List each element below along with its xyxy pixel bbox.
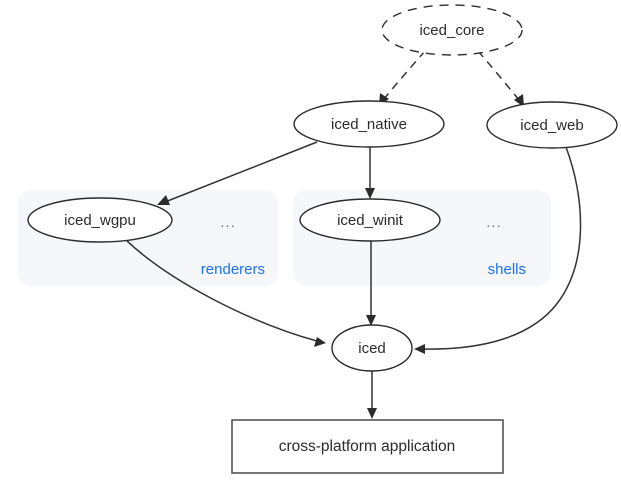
edge-iced-to-app-arrowhead [367, 408, 377, 419]
edge-iced-winit-to-iced-arrowhead [366, 315, 376, 326]
cluster-shells-label: shells [488, 261, 526, 278]
edge-iced-core-to-iced-native-line [383, 50, 426, 100]
edge-iced-wgpu-to-iced-line [125, 239, 318, 342]
node-iced-wgpu-shape[interactable] [27, 197, 173, 243]
node-iced-wgpu[interactable]: iced_wgpu [27, 197, 173, 243]
node-iced-web-shape[interactable] [486, 101, 618, 149]
cluster-shells-ellipsis: ... [486, 214, 502, 231]
node-cross-platform-application[interactable]: cross-platform application [231, 419, 504, 474]
edge-iced-core-to-iced-web-line [477, 50, 520, 101]
edge-iced-native-to-iced-wgpu-arrowhead [157, 195, 170, 205]
node-iced-web[interactable]: iced_web [486, 101, 618, 149]
edge-iced-core-to-iced-web-arrowhead [514, 94, 524, 107]
edge-iced-native-to-iced-wgpu [157, 141, 318, 205]
edge-iced-web-to-iced-arrowhead [414, 344, 425, 354]
node-iced-native-shape[interactable] [293, 100, 445, 148]
node-iced-winit-shape[interactable] [299, 198, 441, 242]
node-iced-shape[interactable] [331, 324, 413, 372]
node-iced-web-label: iced_web [520, 117, 583, 134]
edge-iced-native-to-iced-wgpu-line [164, 141, 318, 203]
edge-iced-web-to-iced-line [421, 146, 582, 350]
node-cross-platform-application-label: cross-platform application [279, 438, 456, 455]
edge-iced-core-to-iced-web [477, 50, 524, 107]
node-iced-native-label: iced_native [331, 116, 407, 133]
node-iced[interactable]: iced [331, 324, 413, 372]
node-iced-winit[interactable]: iced_winit [299, 198, 441, 242]
node-iced-core-label: iced_core [419, 22, 484, 39]
node-iced-wgpu-label: iced_wgpu [64, 212, 136, 229]
node-iced-winit-label: iced_winit [337, 212, 404, 229]
edge-iced-wgpu-to-iced-arrowhead [314, 337, 326, 347]
edge-iced-core-to-iced-native [379, 50, 426, 106]
node-iced-core-shape[interactable] [381, 4, 523, 56]
edge-iced-wgpu-to-iced [125, 239, 326, 347]
edge-iced-winit-to-iced [366, 241, 376, 326]
edge-iced-native-to-iced-winit-arrowhead [365, 188, 375, 199]
cluster-renderers-ellipsis: ... [220, 214, 236, 231]
cluster-renderers-label: renderers [201, 261, 265, 278]
node-iced-native[interactable]: iced_native [293, 100, 445, 148]
node-cross-platform-application-shape[interactable] [231, 419, 504, 474]
edge-iced-native-to-iced-winit [365, 147, 375, 199]
edge-iced-to-app [367, 371, 377, 419]
edge-iced-web-to-iced [414, 146, 582, 354]
node-iced-core[interactable]: iced_core [381, 4, 523, 56]
node-iced-label: iced [358, 340, 386, 357]
